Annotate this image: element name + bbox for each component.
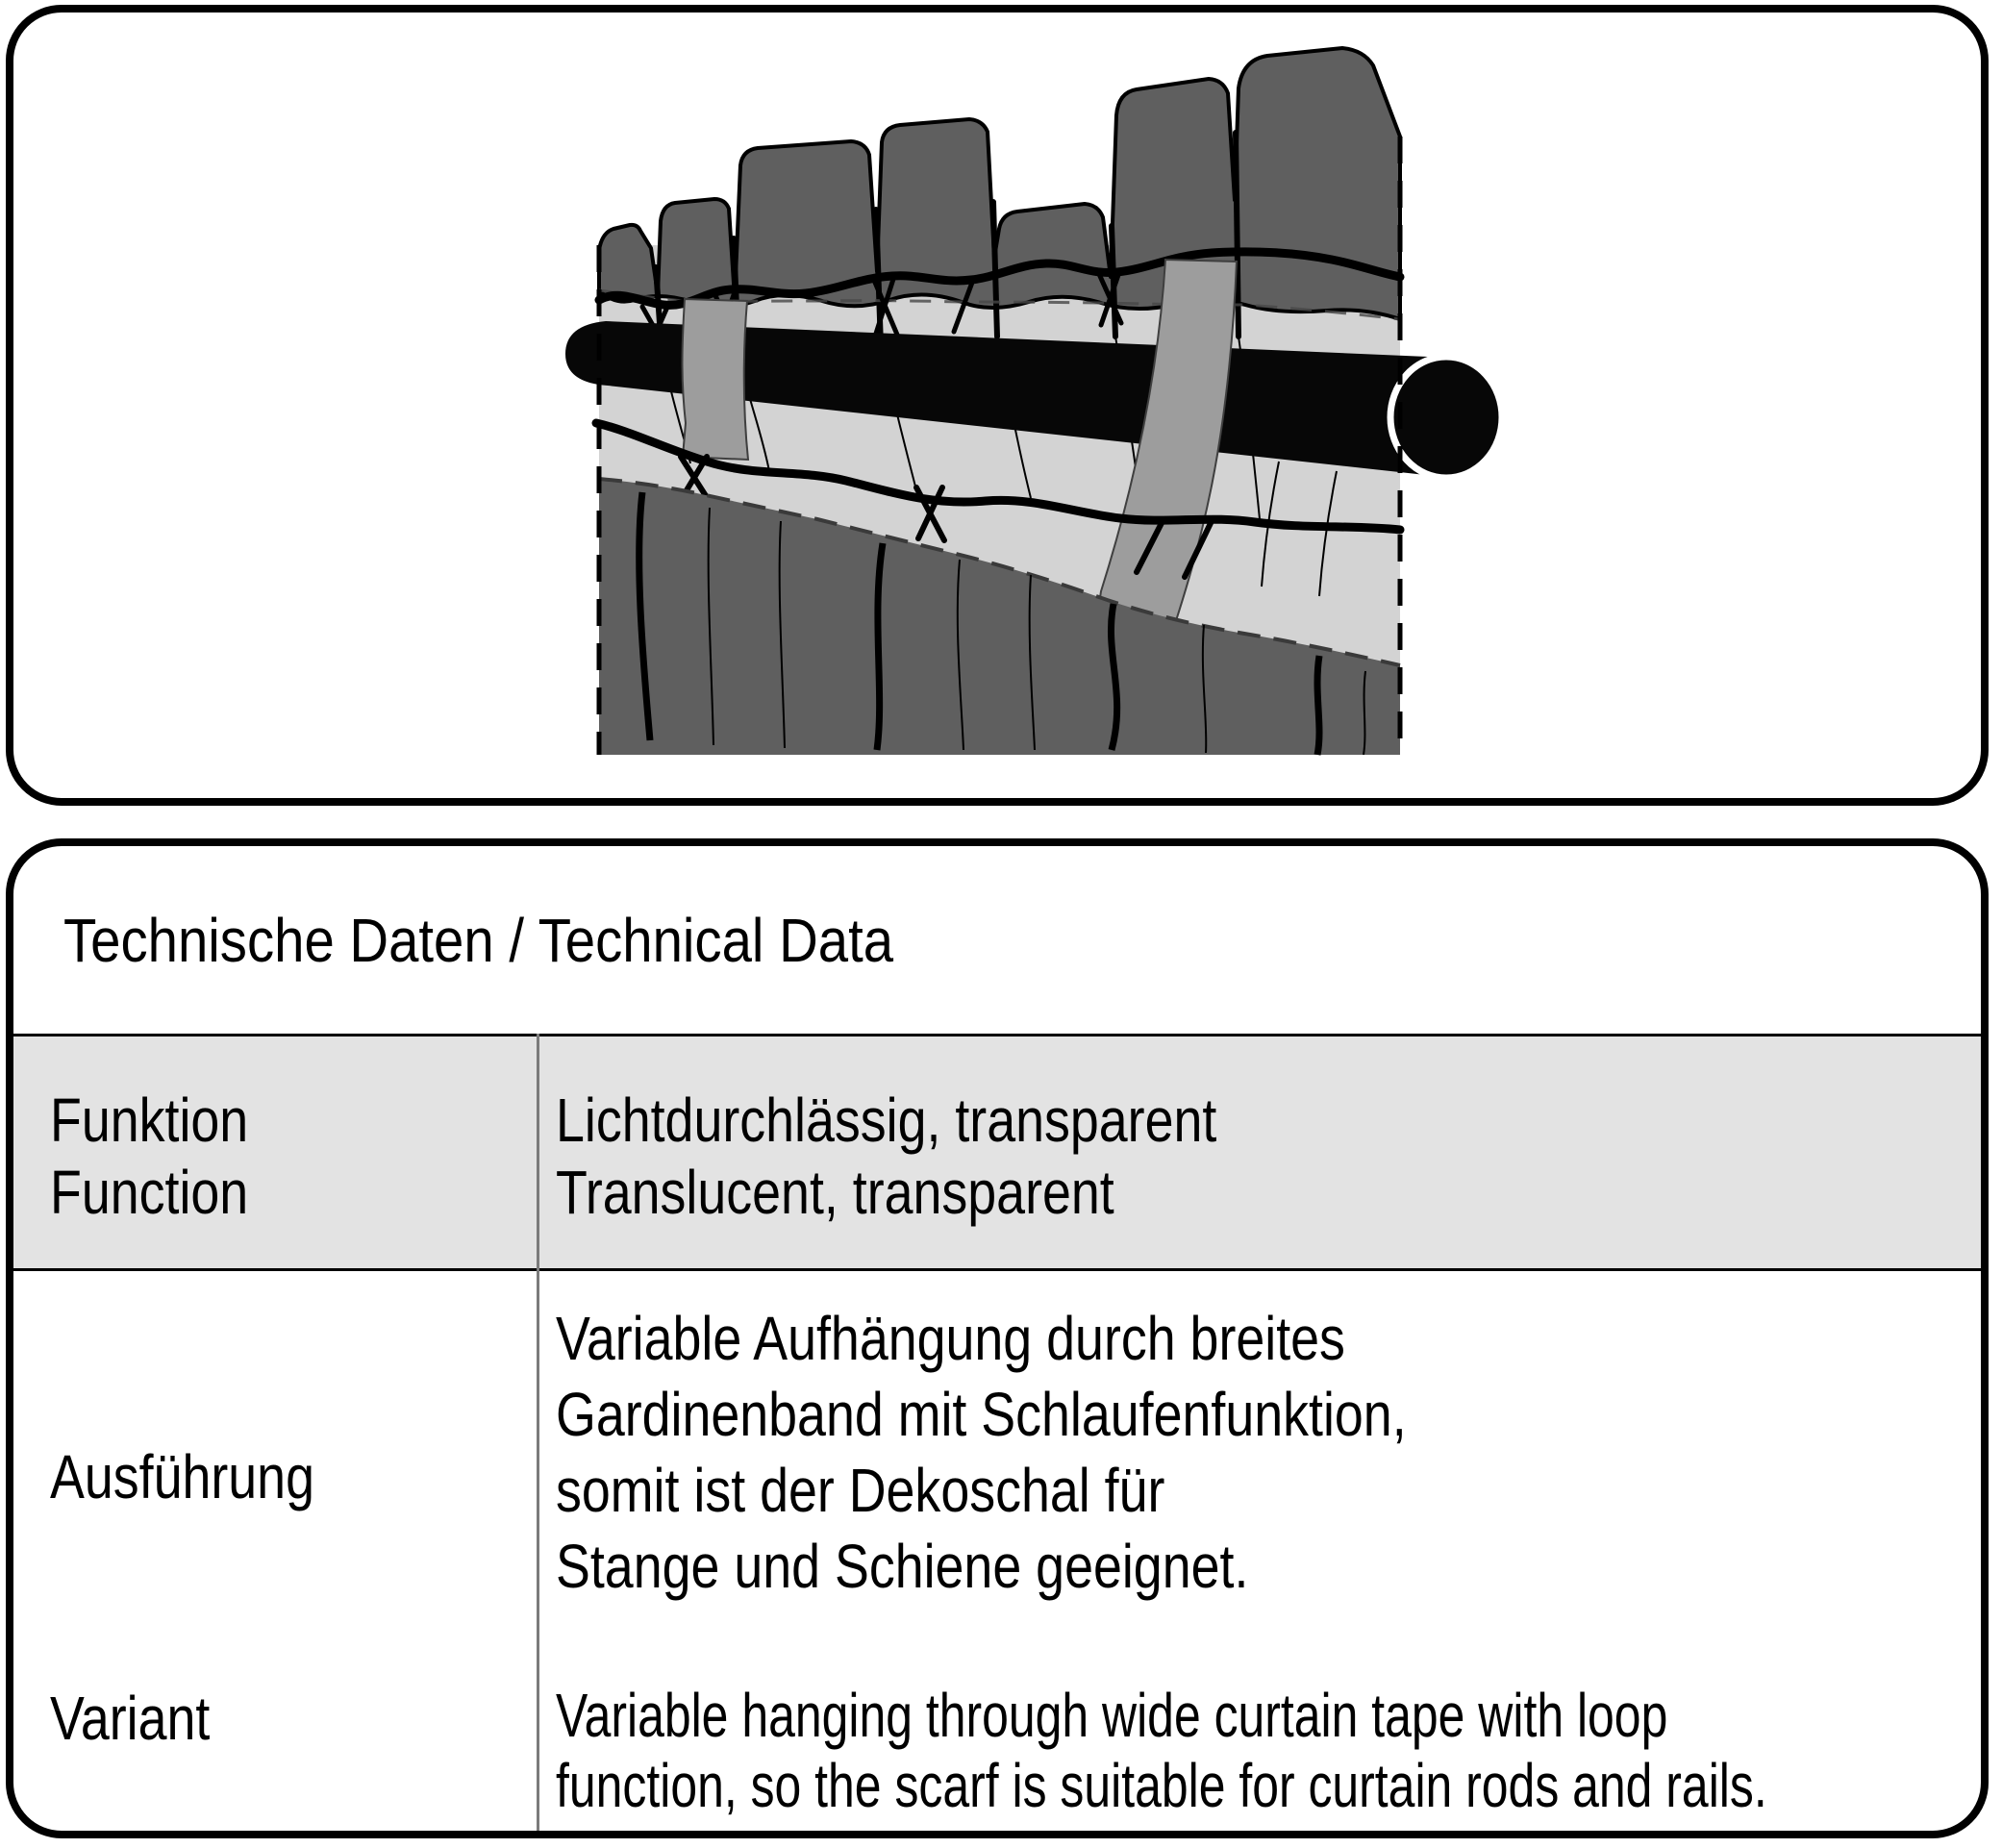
row-variant-value-de: Variable Aufhängung durch breites Gardin… bbox=[556, 1301, 1407, 1605]
rod-end-cap bbox=[1387, 353, 1506, 482]
table-line-middle bbox=[13, 1268, 1981, 1271]
value-funktion-de: Lichtdurchlässig, transparent bbox=[556, 1086, 1217, 1155]
value-function-en: Translucent, transparent bbox=[556, 1158, 1114, 1227]
gather-lines-lower bbox=[678, 454, 1214, 580]
value-en-line: Variable hanging through wide curtain ta… bbox=[556, 1681, 1668, 1750]
table-row-function-background bbox=[13, 1034, 1981, 1271]
tape-loops bbox=[681, 258, 1239, 646]
value-de-line: Variable Aufhängung durch breites bbox=[556, 1304, 1345, 1373]
label-funktion: Funktion bbox=[50, 1086, 249, 1155]
page-title: Technische Daten / Technical Data bbox=[63, 910, 893, 971]
table-column-divider bbox=[537, 1034, 539, 1831]
value-de-line: Gardinenband mit Schlaufenfunktion, bbox=[556, 1380, 1407, 1449]
row-function-label: Funktion Function bbox=[50, 1085, 248, 1229]
tape-loop-left bbox=[681, 297, 750, 462]
row-function-value: Lichtdurchlässig, transparent Translucen… bbox=[556, 1085, 1216, 1229]
tape-upper-stitch bbox=[594, 247, 1405, 310]
label-variant: Variant bbox=[50, 1684, 211, 1753]
value-de-line: somit ist der Dekoschal für bbox=[556, 1456, 1165, 1525]
table-line-top bbox=[13, 1034, 1981, 1036]
value-de-line: Stange und Schiene geeignet. bbox=[556, 1532, 1249, 1601]
row-variant-label-en: Variant bbox=[50, 1687, 210, 1749]
label-function: Function bbox=[50, 1158, 249, 1227]
row-variant-label-de: Ausführung bbox=[50, 1446, 314, 1508]
curtain-rod-illustration bbox=[565, 46, 1506, 756]
technical-data-panel bbox=[6, 838, 1989, 1838]
title-text: Technische Daten / Technical Data bbox=[63, 906, 894, 975]
label-ausfuehrung: Ausführung bbox=[50, 1442, 314, 1511]
value-en-line: function, so the scarf is suitable for c… bbox=[556, 1751, 1767, 1820]
curtain-fabric-bottom bbox=[598, 477, 1401, 756]
row-variant-value-en: Variable hanging through wide curtain ta… bbox=[556, 1681, 1767, 1821]
curtain-edges bbox=[596, 137, 1403, 755]
